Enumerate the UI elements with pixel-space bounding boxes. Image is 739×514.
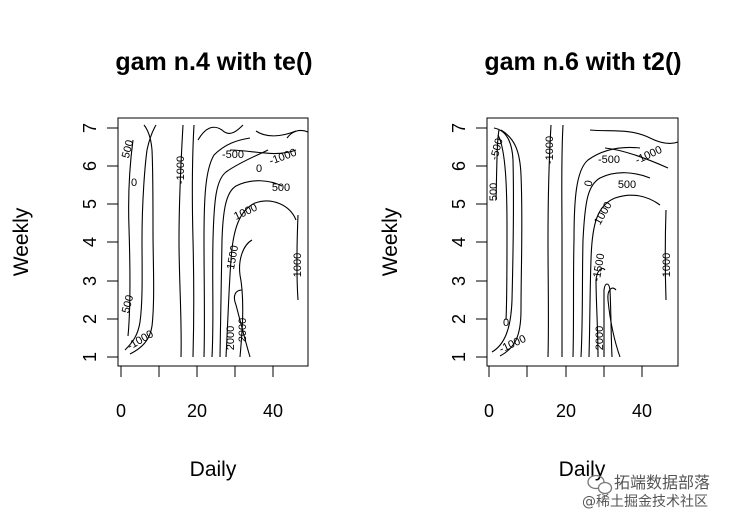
- right-contour-label: -500: [598, 154, 620, 166]
- right-y-tick-5: 5: [449, 199, 469, 209]
- left-contour-label: -1000: [125, 328, 155, 352]
- left-contours: [124, 124, 309, 358]
- left-y-tick-2: 2: [80, 314, 100, 324]
- right-contour-labels: -500 500 0 -1000 -1000 -500 -1000 0 500 …: [488, 136, 673, 356]
- right-x-label: Daily: [559, 458, 606, 481]
- right-contours: [491, 124, 679, 358]
- left-contour-label: -500: [222, 149, 244, 161]
- left-contour-label: 2000: [237, 318, 249, 342]
- right-contour-line: [595, 267, 606, 358]
- left-panel: gam n.4 with te() 0 20 40 Daily 1: [10, 48, 313, 481]
- left-y-axis: 1 2 3 4 5 6 7 Weekly: [10, 123, 119, 362]
- right-contour-line: [495, 129, 500, 201]
- right-contour-line: [491, 127, 514, 353]
- right-x-tick-40: 40: [632, 401, 652, 421]
- left-contour-line: [203, 137, 251, 358]
- right-y-tick-3: 3: [449, 276, 469, 286]
- left-title: gam n.4 with te(): [115, 48, 312, 76]
- left-contour-line: [225, 200, 297, 358]
- left-contour-line: [124, 124, 157, 351]
- right-panel: gam n.6 with t2() 0 20 40 Daily 1: [379, 48, 682, 481]
- right-contour-line: [547, 124, 552, 358]
- left-contour-line: [129, 124, 155, 355]
- right-contour-line: [572, 146, 641, 358]
- left-y-tick-5: 5: [80, 199, 100, 209]
- right-contour-line: [607, 287, 621, 358]
- left-contour-label: 500: [272, 182, 290, 194]
- right-contour-label: -1000: [497, 333, 528, 356]
- left-y-label: Weekly: [10, 207, 33, 276]
- right-title: gam n.6 with t2(): [484, 48, 681, 76]
- right-contour-line: [604, 147, 669, 169]
- left-contour-line: [211, 149, 269, 358]
- right-contour-label: 500: [618, 179, 636, 191]
- left-contour-line: [229, 149, 297, 155]
- left-contour-label: 0: [131, 177, 137, 189]
- left-contour-label: -1000: [268, 147, 299, 168]
- right-contour-line: [580, 172, 651, 358]
- wechat-icon: [587, 474, 613, 495]
- left-contour-line: [239, 239, 253, 358]
- watermark: 拓端数据部落 @稀土掘金技术社区: [582, 473, 710, 510]
- left-y-tick-4: 4: [80, 237, 100, 247]
- right-contour-line: [664, 209, 667, 301]
- left-contour-line: [296, 214, 299, 301]
- right-contour-label: -1500: [591, 253, 608, 283]
- left-contour-line: [191, 124, 195, 358]
- right-contour-label: -1000: [544, 136, 556, 164]
- right-y-label: Weekly: [379, 207, 402, 276]
- left-contour-line: [219, 180, 283, 358]
- right-contour-label: -500: [488, 137, 505, 161]
- left-contour-label: 0: [256, 163, 262, 175]
- left-contour-line: [127, 139, 134, 337]
- right-contour-line: [588, 194, 661, 358]
- right-contour-label: 0: [503, 317, 509, 329]
- right-y-tick-7: 7: [449, 123, 469, 133]
- right-contour-label: 1000: [592, 200, 615, 227]
- watermark-line2: @稀土掘金技术社区: [582, 494, 708, 510]
- right-x-tick-0: 0: [484, 401, 494, 421]
- right-contour-line: [499, 129, 523, 357]
- left-x-tick-0: 0: [116, 401, 126, 421]
- left-contour-line: [197, 124, 244, 141]
- left-contour-labels: 500 0 500 -1000 -1000 -500 0 -1000 500 1…: [120, 139, 304, 353]
- right-contour-line: [497, 134, 508, 321]
- left-x-label: Daily: [190, 458, 237, 481]
- right-x-axis: 0 20 40 Daily: [484, 365, 652, 481]
- left-contour-label: 1500: [225, 244, 241, 270]
- left-y-tick-3: 3: [80, 276, 100, 286]
- left-contour-line: [178, 124, 184, 358]
- left-x-tick-20: 20: [187, 401, 207, 421]
- left-y-tick-1: 1: [80, 352, 100, 362]
- left-contour-label: 1000: [232, 202, 259, 223]
- right-y-tick-1: 1: [449, 352, 469, 362]
- left-x-axis: 0 20 40 Daily: [116, 365, 283, 481]
- left-contour-label: 2000: [225, 326, 237, 350]
- right-contour-line: [561, 124, 564, 357]
- right-contour-line: [589, 129, 679, 144]
- left-contour-label: 500: [120, 139, 136, 160]
- left-contour-line: [233, 289, 251, 358]
- right-y-tick-4: 4: [449, 237, 469, 247]
- left-contour-label: 1000: [292, 253, 304, 277]
- left-contour-label: 500: [120, 294, 136, 315]
- left-y-tick-6: 6: [80, 161, 100, 171]
- left-contour-label: -1000: [175, 156, 187, 184]
- right-y-tick-2: 2: [449, 314, 469, 324]
- watermark-line1: 拓端数据部落: [614, 473, 710, 492]
- right-contour-label: 0: [583, 179, 596, 187]
- right-y-axis: 1 2 3 4 5 6 7 Weekly: [379, 123, 488, 362]
- right-contour-label: 500: [488, 183, 500, 201]
- left-y-tick-7: 7: [80, 123, 100, 133]
- right-contour-label: 2000: [594, 326, 606, 350]
- left-x-tick-40: 40: [263, 401, 283, 421]
- right-x-tick-20: 20: [556, 401, 576, 421]
- right-y-tick-6: 6: [449, 161, 469, 171]
- left-contour-line: [286, 129, 309, 139]
- right-contour-label: 1000: [661, 253, 673, 277]
